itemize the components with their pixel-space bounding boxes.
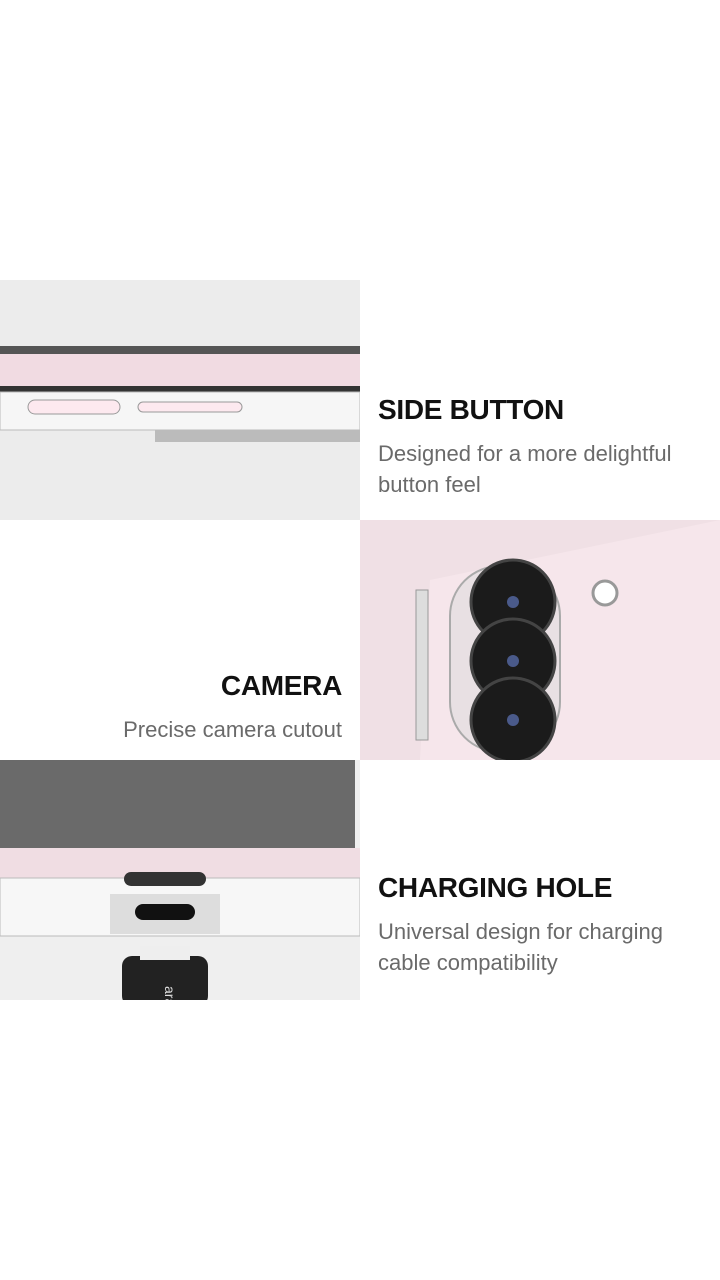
- phone-side-illustration: [0, 346, 360, 442]
- feature-title: SIDE BUTTON: [378, 394, 564, 425]
- camera-section: CAMERA Precise camera cutout: [0, 520, 360, 760]
- charging-hole-image: araree: [0, 760, 360, 1000]
- charging-hole-section: CHARGING HOLE Universal design for charg…: [360, 760, 720, 1000]
- feature-title: CHARGING HOLE: [378, 872, 613, 903]
- feature-description: Precise camera cutout: [123, 717, 342, 742]
- camera-illustration: [360, 520, 720, 760]
- charging-illustration: araree: [0, 760, 360, 1000]
- side-button-image: [0, 280, 360, 520]
- feature-title: CAMERA: [220, 670, 342, 701]
- camera-image: [360, 520, 720, 760]
- side-button-section: SIDE BUTTON Designed for a more delightf…: [360, 280, 720, 520]
- cable-logo: araree: [162, 986, 178, 1000]
